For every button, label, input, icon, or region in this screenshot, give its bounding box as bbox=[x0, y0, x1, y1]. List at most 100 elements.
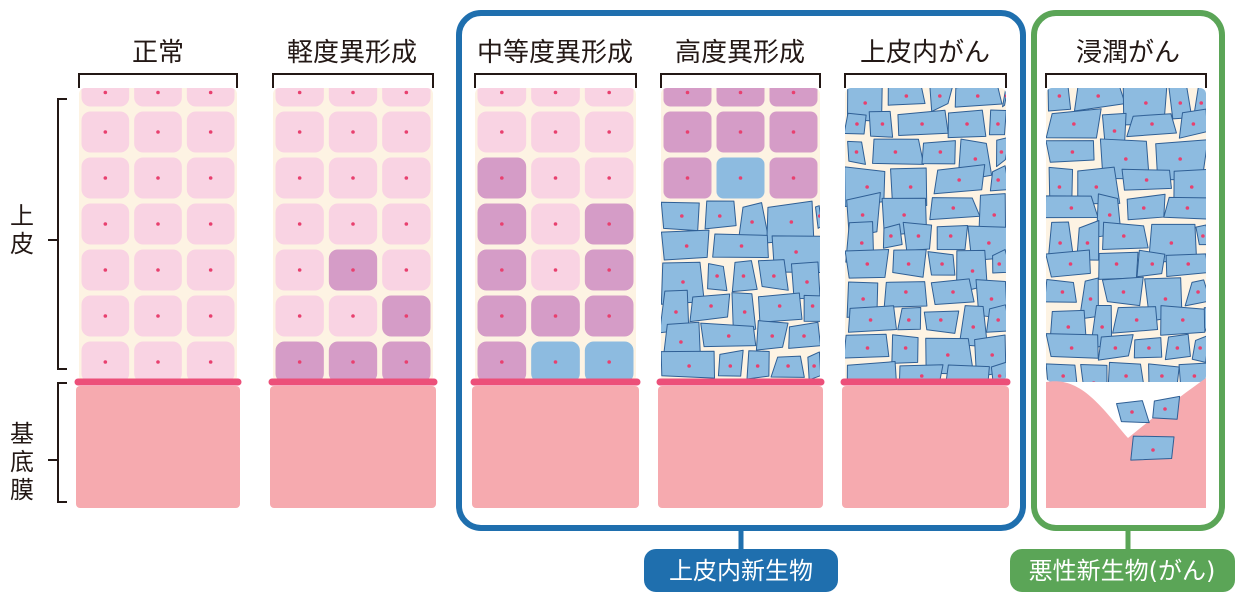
cell bbox=[717, 349, 744, 377]
cell-nucleus bbox=[777, 304, 782, 308]
cell-nucleus bbox=[975, 94, 980, 98]
cell-nucleus bbox=[1134, 318, 1139, 322]
cell-nucleus bbox=[940, 262, 944, 266]
cell-nucleus bbox=[297, 314, 302, 318]
cell-nucleus bbox=[351, 222, 355, 226]
cell-nucleus bbox=[1175, 346, 1180, 350]
cell-nucleus bbox=[500, 268, 504, 272]
cell-nucleus bbox=[987, 241, 991, 245]
cell-nucleus bbox=[553, 90, 558, 95]
cell-nucleus bbox=[1057, 94, 1062, 98]
cell-nucleus bbox=[1072, 122, 1076, 126]
cell-nucleus bbox=[789, 220, 794, 224]
cell-nucleus bbox=[553, 314, 558, 318]
cell-nucleus bbox=[738, 90, 743, 95]
cell-nucleus bbox=[739, 244, 744, 248]
cell-nucleus bbox=[726, 334, 731, 338]
cell-nucleus bbox=[948, 234, 953, 238]
cell-nucleus bbox=[791, 90, 796, 95]
cell-nucleus bbox=[607, 314, 611, 318]
cell-nucleus bbox=[351, 268, 355, 272]
cell-nucleus bbox=[351, 360, 355, 364]
cell-nucleus bbox=[1121, 234, 1126, 238]
cell bbox=[1046, 278, 1077, 303]
cell bbox=[936, 225, 969, 251]
cell-nucleus bbox=[938, 94, 942, 98]
cell-nucleus bbox=[865, 262, 870, 266]
cell-nucleus bbox=[1191, 122, 1196, 126]
cell-nucleus bbox=[297, 360, 302, 364]
cell bbox=[1046, 333, 1099, 359]
cell-nucleus bbox=[679, 340, 683, 344]
cell bbox=[845, 112, 867, 135]
column-title-carcinoma-in-situ: 上皮内がん bbox=[860, 38, 990, 68]
cell-nucleus bbox=[1085, 241, 1090, 245]
column-title-invasive-cancer: 浸潤がん bbox=[1076, 38, 1180, 68]
cell bbox=[992, 249, 1006, 274]
cell-nucleus bbox=[684, 244, 689, 248]
cell bbox=[1077, 166, 1121, 205]
cell-nucleus bbox=[500, 90, 504, 95]
cell-nucleus bbox=[997, 262, 1002, 266]
cell-nucleus bbox=[1160, 374, 1164, 378]
cell-nucleus bbox=[865, 185, 869, 189]
cell-nucleus bbox=[805, 280, 809, 284]
cell-nucleus bbox=[1068, 262, 1073, 266]
cell-nucleus bbox=[865, 346, 870, 350]
cell bbox=[1002, 88, 1006, 108]
cell-nucleus bbox=[902, 213, 906, 217]
cell-nucleus bbox=[973, 157, 978, 161]
cell-nucleus bbox=[990, 353, 994, 357]
cell bbox=[803, 294, 820, 322]
column-brackets bbox=[78, 73, 1207, 88]
cell-nucleus bbox=[1069, 346, 1074, 350]
cell-nucleus bbox=[156, 314, 160, 318]
cell-nucleus bbox=[500, 314, 504, 318]
cell-nucleus bbox=[685, 90, 690, 95]
cell-nucleus bbox=[404, 176, 409, 180]
cell-nucleus bbox=[156, 90, 160, 95]
cell-nucleus bbox=[1096, 94, 1101, 98]
cell-nucleus bbox=[854, 150, 859, 154]
cell-nucleus bbox=[681, 280, 685, 284]
cell-nucleus bbox=[1192, 374, 1197, 378]
cell-nucleus bbox=[1163, 407, 1167, 411]
cell-nucleus bbox=[1130, 410, 1134, 414]
cell-nucleus bbox=[1150, 122, 1154, 126]
cell-nucleus bbox=[859, 241, 864, 245]
cell-nucleus bbox=[999, 150, 1004, 154]
cell-nucleus bbox=[1178, 101, 1183, 105]
cell-nucleus bbox=[674, 310, 678, 314]
cell-nucleus bbox=[907, 318, 911, 322]
cell-nucleus bbox=[208, 268, 213, 272]
cell-nucleus bbox=[742, 310, 747, 314]
cell-nucleus bbox=[861, 297, 865, 301]
cell-nucleus bbox=[404, 360, 409, 364]
cell-nucleus bbox=[755, 364, 760, 368]
cell-nucleus bbox=[297, 130, 302, 134]
cell-nucleus bbox=[1088, 297, 1093, 301]
cell bbox=[1130, 435, 1175, 461]
cell-nucleus bbox=[103, 314, 108, 318]
cell-nucleus bbox=[1150, 262, 1155, 266]
cell bbox=[887, 88, 926, 106]
cell-nucleus bbox=[1163, 297, 1168, 301]
cell bbox=[883, 281, 928, 308]
label-basement-membrane-1: 基 bbox=[10, 420, 34, 448]
cell-nucleus bbox=[1094, 185, 1099, 189]
cell-nucleus bbox=[685, 130, 690, 134]
cell-nucleus bbox=[687, 364, 691, 368]
cell bbox=[845, 333, 890, 359]
cell bbox=[942, 364, 990, 382]
cell-nucleus bbox=[903, 346, 908, 350]
cell bbox=[689, 293, 731, 323]
cell-nucleus bbox=[156, 222, 160, 226]
tissue-severe-dysplasia bbox=[656, 88, 825, 508]
malignant-label-pill bbox=[1010, 549, 1235, 592]
cell-nucleus bbox=[208, 222, 213, 226]
cell-nucleus bbox=[868, 318, 873, 322]
cell-nucleus bbox=[738, 176, 743, 180]
cell-nucleus bbox=[1199, 101, 1204, 105]
cell-nucleus bbox=[920, 122, 924, 126]
